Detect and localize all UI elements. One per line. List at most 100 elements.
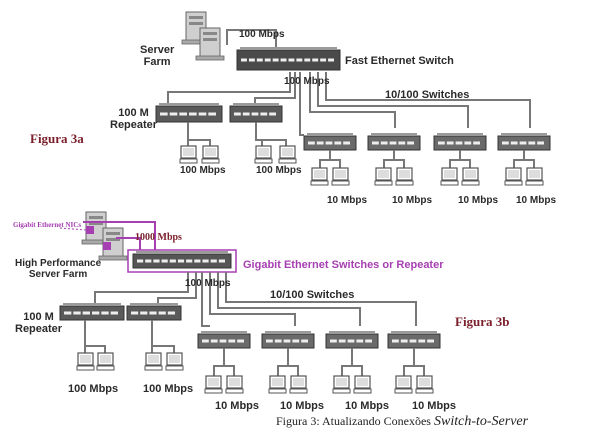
pc-switch-a-1-2 [331, 167, 350, 186]
link-a-repeater-1 [167, 72, 291, 105]
figure-label-a: Figura 3a [30, 131, 84, 146]
pc-switch-a-4-2 [525, 167, 544, 186]
pc-b-r2-1 [144, 352, 163, 371]
server-link-speed-b: 1000 Mbps [135, 232, 182, 243]
nic-pointer-b [59, 227, 87, 231]
pc-a-r1-2 [201, 145, 220, 164]
link-b-switch-1 [201, 272, 210, 327]
link-b-repeater-1 [94, 272, 189, 304]
switch-speed-a-3: 10 Mbps [458, 195, 499, 206]
link-b-switch-2 [209, 272, 296, 326]
drop-switch-a-1-2 [330, 159, 341, 168]
drop-b-r2 [151, 320, 175, 353]
pc-a-r2-2 [278, 145, 297, 164]
repeater-speed-b-2: 100 Mbps [143, 383, 194, 395]
drop-switch-a-3-2 [460, 159, 471, 168]
switch-speed-b-1: 10 Mbps [215, 400, 260, 412]
caption-prefix: Figura 3: Atualizando Conexões [276, 414, 434, 428]
switch-speed-a-4: 10 Mbps [516, 195, 557, 206]
switch-speed-a-2: 10 Mbps [392, 195, 433, 206]
switch-b-1 [197, 331, 251, 349]
switch-a-2 [367, 133, 421, 151]
drop-switch-a-1-1 [319, 150, 331, 168]
switch-a-1 [303, 133, 357, 151]
switch-speed-b-4: 10 Mbps [412, 400, 457, 412]
drop-switch-b-3-1 [341, 348, 353, 376]
link-a-switch-4 [325, 72, 531, 128]
switch-a-4 [497, 133, 551, 151]
drop-switch-b-2-1 [277, 348, 289, 376]
link-a-repeater-2 [254, 72, 296, 105]
switch-a-3 [433, 133, 487, 151]
repeater-speed-a-2: 100 Mbps [256, 165, 302, 176]
server-farm-label-a: Server Farm [140, 44, 175, 69]
gigabit-ethernet-switch [132, 251, 232, 269]
drop-switch-b-2-2 [288, 365, 299, 376]
drop-a-r2b [256, 139, 263, 146]
link-b-switch-3 [217, 272, 361, 326]
drop-a-r1 [187, 122, 211, 146]
link-a-switch-2 [309, 72, 396, 128]
nics-label-b: Gigabit Ethernet NICs [13, 221, 82, 229]
switch-speed-b-3: 10 Mbps [345, 400, 390, 412]
repeater-speed-b-1: 100 Mbps [68, 383, 119, 395]
server-link-speed-a: 100 Mbps [239, 29, 285, 40]
repeater-b-1 [59, 303, 125, 321]
pc-switch-b-2-2 [289, 375, 308, 394]
pc-switch-a-3-1 [440, 167, 459, 186]
pc-switch-a-2-2 [395, 167, 414, 186]
server-link-a [226, 29, 277, 50]
nic-b-1 [86, 226, 94, 234]
link-a-switch-1 [299, 72, 304, 136]
server-link-b-1 [83, 221, 156, 250]
drop-switch-b-1-1 [213, 348, 225, 376]
drop-switch-a-3-1 [449, 150, 461, 168]
switch-b-4 [387, 331, 441, 349]
pc-switch-a-1-1 [310, 167, 329, 186]
drop-switch-b-3-2 [352, 365, 363, 376]
link-b-repeater-2 [157, 272, 197, 304]
switch-uplink-speed-a: 100 Mbps [284, 76, 330, 87]
nic-b-2 [103, 242, 111, 250]
pc-switch-b-3-1 [332, 375, 351, 394]
switch-speed-b-2: 10 Mbps [280, 400, 325, 412]
server-b-2 [98, 227, 128, 261]
pc-b-r1-1 [76, 352, 95, 371]
repeater-b-2 [126, 303, 182, 321]
pc-switch-b-4-2 [415, 375, 434, 394]
repeater-a-1 [155, 103, 223, 123]
pc-switch-b-4-1 [394, 375, 413, 394]
pc-switch-b-1-2 [225, 375, 244, 394]
pc-a-r2-1 [254, 145, 273, 164]
link-b-switch-4 [225, 272, 417, 326]
drop-switch-a-4-2 [524, 159, 535, 168]
switch-b-3 [325, 331, 379, 349]
switch-speed-a-1: 10 Mbps [327, 195, 368, 206]
drop-a-r2 [255, 122, 287, 146]
pc-switch-b-2-1 [268, 375, 287, 394]
pc-switch-a-4-1 [504, 167, 523, 186]
repeater-label-b: 100 M Repeater [15, 311, 63, 336]
pc-b-r1-2 [96, 352, 115, 371]
server-a-2 [195, 27, 225, 61]
pc-b-r2-2 [165, 352, 184, 371]
drop-switch-a-4-1 [513, 150, 525, 168]
drop-switch-b-1-2 [224, 365, 235, 376]
drop-switch-b-4-1 [403, 348, 415, 376]
pc-switch-b-3-2 [353, 375, 372, 394]
server-farm-label-b: High Performance Server Farm [15, 258, 102, 280]
drop-switch-a-2-1 [383, 150, 395, 168]
repeater-speed-a-1: 100 Mbps [180, 165, 226, 176]
drop-switch-a-2-2 [394, 159, 405, 168]
switches-label-b: 10/100 Switches [270, 289, 355, 301]
server-link-b-2 [116, 237, 141, 250]
pc-a-r1-1 [179, 145, 198, 164]
drop-b-r1 [84, 320, 106, 353]
pc-switch-a-2-1 [374, 167, 393, 186]
switch-label-b: Gigabit Ethernet Switches or Repeater [243, 259, 444, 271]
figure-label-b: Figura 3b [455, 314, 510, 329]
figure-caption: Figura 3: Atualizando Conexões Switch-to… [276, 414, 528, 430]
drop-switch-b-4-2 [414, 365, 425, 376]
